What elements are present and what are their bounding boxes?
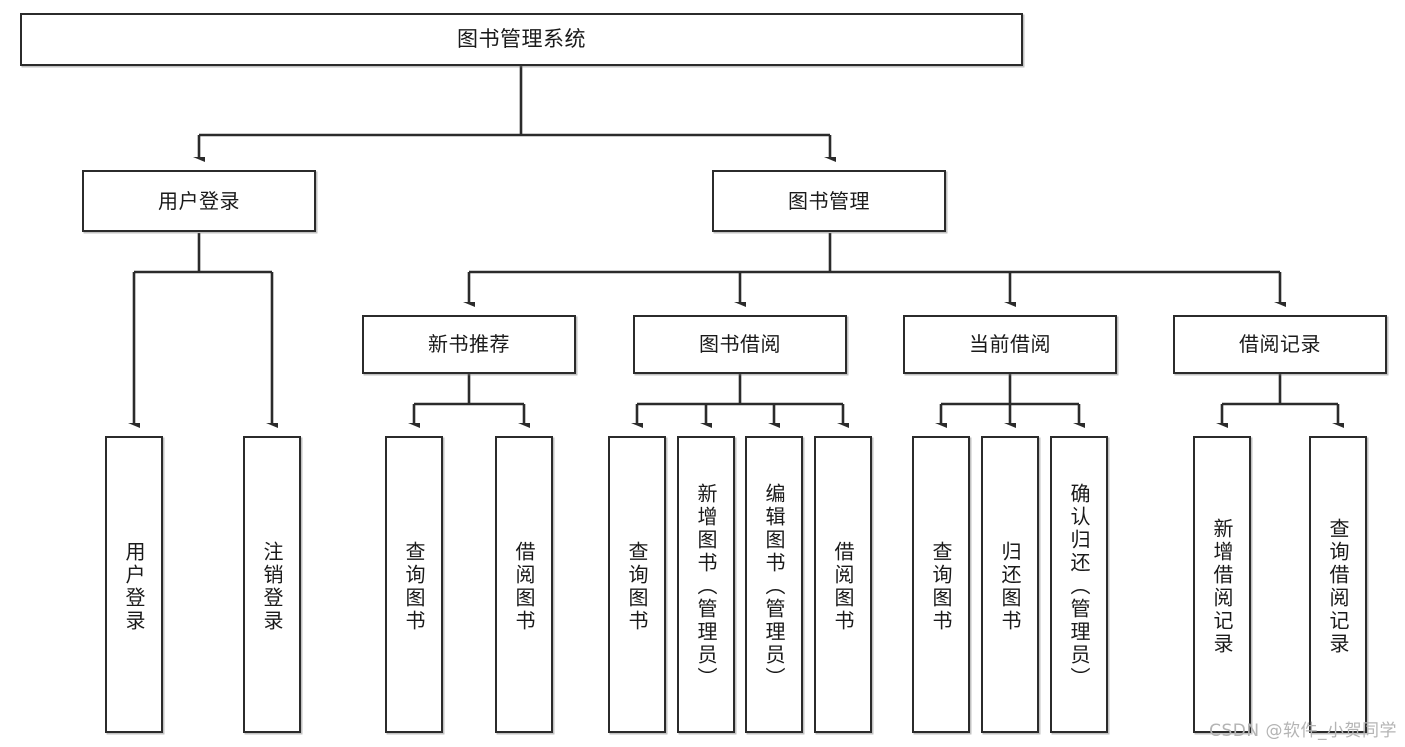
node-leaf-add-borrow-record-label: 新增借阅记录 [1210,517,1234,656]
node-leaf-query-borrow-record[interactable]: 查询借阅记录 [1309,436,1367,733]
node-leaf-logout-login[interactable]: 注销登录 [243,436,301,733]
node-new-book-recommend-label: 新书推荐 [428,332,510,357]
node-book-manage[interactable]: 图书管理 [712,170,946,232]
node-leaf-borrow-book-1-label: 借阅图书 [512,540,536,633]
node-book-borrow[interactable]: 图书借阅 [633,315,847,374]
node-leaf-borrow-book-1[interactable]: 借阅图书 [495,436,553,733]
node-leaf-query-book-1[interactable]: 查询图书 [385,436,443,733]
node-leaf-logout-login-label: 注销登录 [260,540,284,633]
node-root-label: 图书管理系统 [457,26,586,51]
node-root[interactable]: 图书管理系统 [20,13,1023,66]
node-leaf-edit-book-admin-label: 编辑图书（管理员） [762,483,786,690]
node-current-borrow-label: 当前借阅 [969,332,1051,357]
node-leaf-borrow-book-2[interactable]: 借阅图书 [814,436,872,733]
node-leaf-query-book-1-label: 查询图书 [402,540,426,633]
node-leaf-query-book-2[interactable]: 查询图书 [608,436,666,733]
watermark-csdn: CSDN @软件_小贺同学 [1209,721,1397,741]
node-borrow-record-label: 借阅记录 [1239,332,1321,357]
node-leaf-query-book-3-label: 查询图书 [929,540,953,633]
node-leaf-return-book-label: 归还图书 [998,540,1022,633]
node-leaf-user-login-label: 用户登录 [122,540,146,633]
node-current-borrow[interactable]: 当前借阅 [903,315,1117,374]
node-leaf-return-book[interactable]: 归还图书 [981,436,1039,733]
node-leaf-query-book-3[interactable]: 查询图书 [912,436,970,733]
node-new-book-recommend[interactable]: 新书推荐 [362,315,576,374]
node-leaf-confirm-return-admin-label: 确认归还（管理员） [1067,483,1091,690]
node-leaf-query-book-2-label: 查询图书 [625,540,649,633]
node-book-borrow-label: 图书借阅 [699,332,781,357]
node-user-login[interactable]: 用户登录 [82,170,316,232]
node-leaf-edit-book-admin[interactable]: 编辑图书（管理员） [745,436,803,733]
node-leaf-user-login[interactable]: 用户登录 [105,436,163,733]
node-user-login-label: 用户登录 [158,188,240,213]
node-leaf-add-book-admin[interactable]: 新增图书（管理员） [677,436,735,733]
node-leaf-confirm-return-admin[interactable]: 确认归还（管理员） [1050,436,1108,733]
node-leaf-add-book-admin-label: 新增图书（管理员） [694,483,718,690]
node-book-manage-label: 图书管理 [788,188,870,213]
node-leaf-add-borrow-record[interactable]: 新增借阅记录 [1193,436,1251,733]
node-borrow-record[interactable]: 借阅记录 [1173,315,1387,374]
node-leaf-query-borrow-record-label: 查询借阅记录 [1326,517,1350,656]
node-leaf-borrow-book-2-label: 借阅图书 [831,540,855,633]
